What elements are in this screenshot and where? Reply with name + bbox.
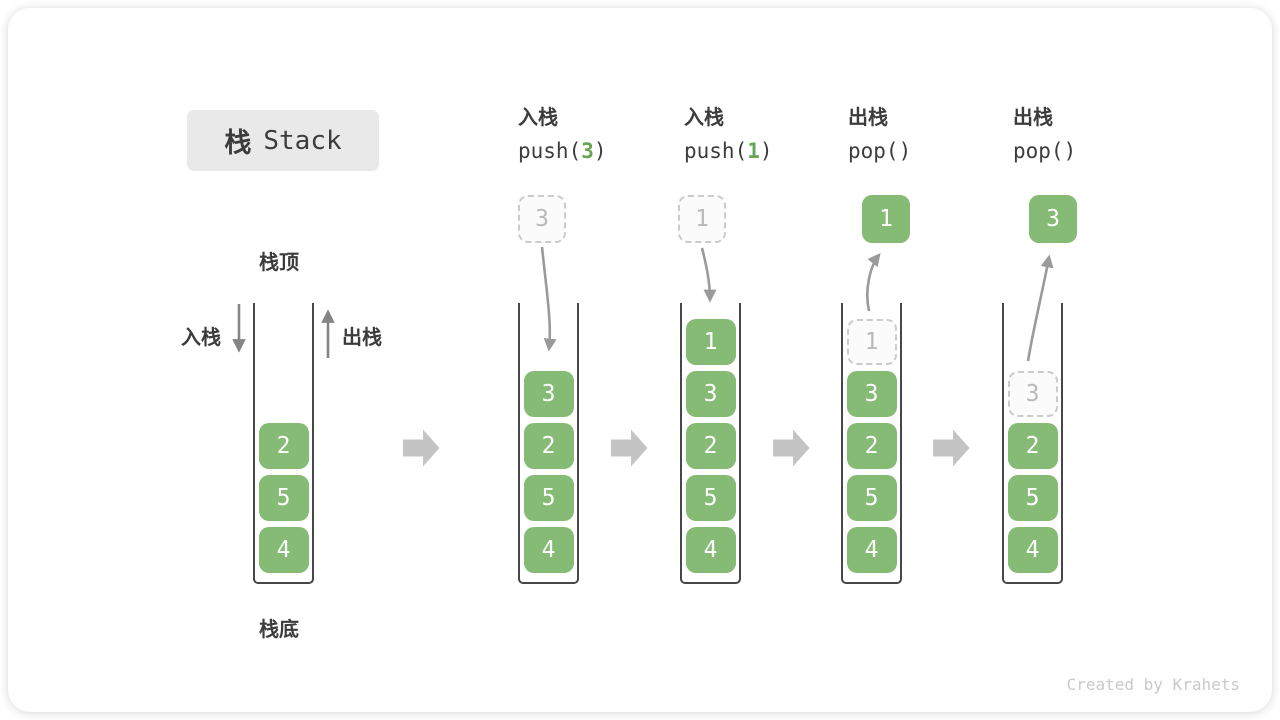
stack-top-label: 栈顶 <box>259 252 299 274</box>
stack-cell: 3 <box>846 371 897 417</box>
title-cjk: 栈 <box>224 128 252 158</box>
stack-container-4: 1 3 2 5 4 <box>841 303 902 584</box>
stack-cell: 2 <box>523 423 574 469</box>
stack-cell: 3 <box>523 371 574 417</box>
stack-cell: 1 <box>685 319 736 365</box>
op-name: 入栈 <box>684 107 724 129</box>
op-code: push(1) <box>684 141 834 162</box>
stack-cell: 4 <box>258 527 309 573</box>
op-label-push1: 入栈 push(1) <box>684 108 834 162</box>
code-suffix: ) <box>1063 139 1077 163</box>
op-code: pop() <box>1013 141 1163 162</box>
op-name: 出栈 <box>1013 107 1053 129</box>
code-suffix: ) <box>898 139 912 163</box>
stack-cell: 5 <box>523 475 574 521</box>
code-prefix: pop( <box>1013 139 1064 163</box>
code-arg: 3 <box>581 139 594 163</box>
stack-container-2: 3 2 5 4 <box>518 303 579 584</box>
op-label-push3: 入栈 push(3) <box>518 108 668 162</box>
floating-popped-value-3: 3 <box>1029 195 1077 243</box>
stack-container-1: 2 5 4 <box>253 303 314 584</box>
op-code: pop() <box>848 141 998 162</box>
pop-side-label: 出栈 <box>342 327 382 349</box>
stack-cell: 4 <box>523 527 574 573</box>
stack-bottom-label: 栈底 <box>259 619 299 641</box>
floating-popped-value-1: 1 <box>862 195 910 243</box>
stack-cell: 5 <box>685 475 736 521</box>
title-box: 栈 Stack <box>187 110 379 171</box>
stack-container-3: 1 3 2 5 4 <box>680 303 741 584</box>
stack-cell: 2 <box>685 423 736 469</box>
stack-cell: 4 <box>846 527 897 573</box>
op-code: push(3) <box>518 141 668 162</box>
floating-push-value-3: 3 <box>518 195 566 243</box>
stack-cell: 5 <box>1007 475 1058 521</box>
stack-container-5: 3 2 5 4 <box>1002 303 1063 584</box>
code-suffix: ) <box>593 139 607 163</box>
op-name: 入栈 <box>518 107 558 129</box>
stack-cell: 5 <box>258 475 309 521</box>
code-prefix: pop( <box>848 139 899 163</box>
code-arg: 1 <box>747 139 760 163</box>
stack-cell: 4 <box>1007 527 1058 573</box>
stack-cell: 4 <box>685 527 736 573</box>
stack-cell-ghost: 1 <box>846 319 897 365</box>
title-en: Stack <box>263 125 342 156</box>
stack-cell: 2 <box>1007 423 1058 469</box>
stack-cell: 2 <box>846 423 897 469</box>
stack-cell: 2 <box>258 423 309 469</box>
stack-cell-ghost: 3 <box>1007 371 1058 417</box>
op-label-pop1: 出栈 pop() <box>848 108 998 162</box>
op-label-pop2: 出栈 pop() <box>1013 108 1163 162</box>
op-name: 出栈 <box>848 107 888 129</box>
code-prefix: push( <box>518 139 582 163</box>
stack-cell: 3 <box>685 371 736 417</box>
code-prefix: push( <box>684 139 748 163</box>
watermark: Created by Krahets <box>1066 675 1240 694</box>
floating-push-value-1: 1 <box>678 195 726 243</box>
code-suffix: ) <box>759 139 773 163</box>
stack-cell: 5 <box>846 475 897 521</box>
push-side-label: 入栈 <box>181 327 221 349</box>
